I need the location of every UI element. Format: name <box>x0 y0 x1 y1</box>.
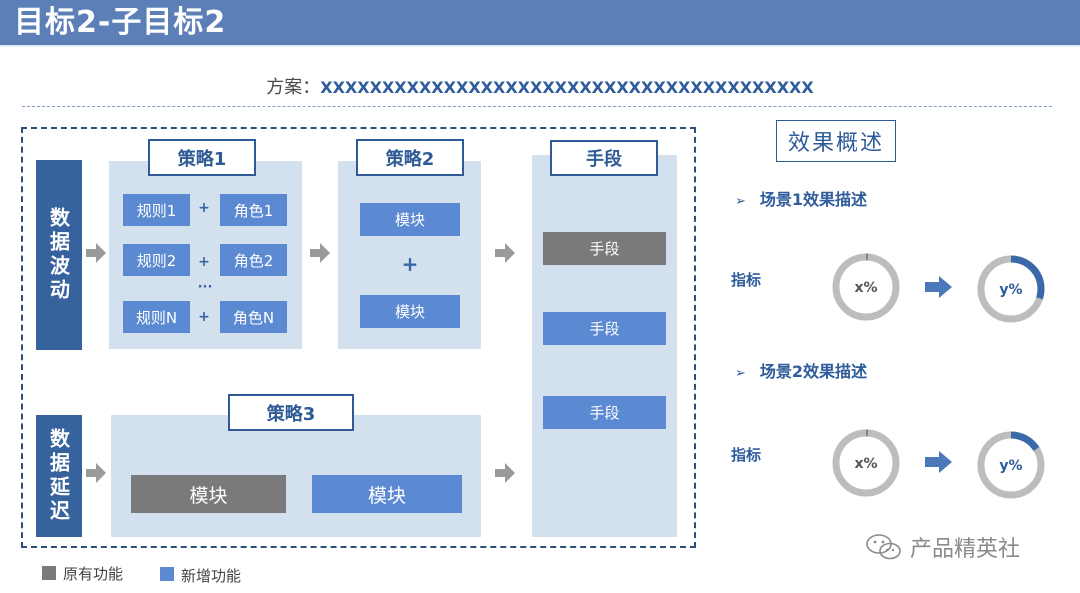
metric-label: 指标 <box>731 271 762 289</box>
rule-1: 规则1 <box>123 194 190 226</box>
module-new: 模块 <box>312 475 462 513</box>
arrow-right-icon <box>86 463 106 483</box>
chevron-right-icon: ➢ <box>735 194 746 209</box>
header-bar <box>0 0 1080 47</box>
rule-n: 规则N <box>123 301 190 333</box>
strategy3-title: 策略3 <box>228 394 354 431</box>
scene-1-label: 场景1效果描述 <box>759 190 868 209</box>
means-item-new: 手段 <box>543 312 666 345</box>
role-n: 角色N <box>220 301 287 333</box>
arrow-right-icon <box>86 243 106 263</box>
scene-1: ➢ 场景1效果描述 <box>735 186 867 210</box>
ring-from-1: x% <box>832 253 900 321</box>
arrow-right-icon <box>925 451 952 473</box>
arrow-right-icon <box>310 243 330 263</box>
page-title: 目标2-子目标2 <box>14 5 227 40</box>
plan-value: XXXXXXXXXXXXXXXXXXXXXXXXXXXXXXXXXXXXXXXX <box>320 78 814 97</box>
plus-icon: + <box>401 252 419 276</box>
plus-icon: + <box>198 254 210 270</box>
plan-label: 方案： <box>266 77 321 98</box>
role-1: 角色1 <box>220 194 287 226</box>
arrow-right-icon <box>925 276 952 298</box>
ring-to-2: y% <box>977 431 1045 499</box>
means-item-existing: 手段 <box>543 232 666 265</box>
means-item-new: 手段 <box>543 396 666 429</box>
legend-new: 新增功能 <box>181 567 242 585</box>
plus-icon: + <box>198 200 210 216</box>
module-box: 模块 <box>360 295 460 328</box>
strategy1-title: 策略1 <box>148 139 256 176</box>
module-existing: 模块 <box>131 475 286 513</box>
scene-2: ➢ 场景2效果描述 <box>735 358 867 382</box>
plan-line: 方案：XXXXXXXXXXXXXXXXXXXXXXXXXXXXXXXXXXXXX… <box>0 74 1080 102</box>
module-box: 模块 <box>360 203 460 236</box>
legend-swatch-new <box>160 567 174 581</box>
strategy2-title: 策略2 <box>356 139 464 176</box>
wechat-icon <box>866 534 901 560</box>
input-fluctuation: 数据波动 <box>36 160 82 350</box>
input-delay: 数据延迟 <box>36 415 82 537</box>
ring-from-1-value: x% <box>854 280 877 296</box>
watermark: 产品精英社 <box>910 537 1021 562</box>
strategy-frame <box>21 127 696 548</box>
arrow-right-icon <box>495 243 515 263</box>
input-delay-label: 数据延迟 <box>46 428 71 524</box>
effect-title: 效果概述 <box>776 120 896 162</box>
role-2: 角色2 <box>220 244 287 276</box>
scene-2-label: 场景2效果描述 <box>759 362 868 381</box>
ring-from-2-value: x% <box>854 456 877 472</box>
arrow-right-icon <box>495 463 515 483</box>
means-title: 手段 <box>550 140 658 176</box>
ring-to-1: y% <box>977 255 1045 323</box>
legend-existing: 原有功能 <box>63 565 124 583</box>
means-panel <box>532 155 677 537</box>
ring-to-1-value: y% <box>999 282 1022 298</box>
ring-from-2: x% <box>832 429 900 497</box>
input-fluctuation-label: 数据波动 <box>46 207 71 303</box>
ellipsis: ··· <box>197 280 213 295</box>
divider <box>22 106 1052 107</box>
metric-label: 指标 <box>731 446 762 464</box>
chevron-right-icon: ➢ <box>735 366 746 381</box>
plus-icon: + <box>198 309 210 325</box>
rule-2: 规则2 <box>123 244 190 276</box>
ring-to-2-value: y% <box>999 458 1022 474</box>
legend-swatch-existing <box>42 566 56 580</box>
